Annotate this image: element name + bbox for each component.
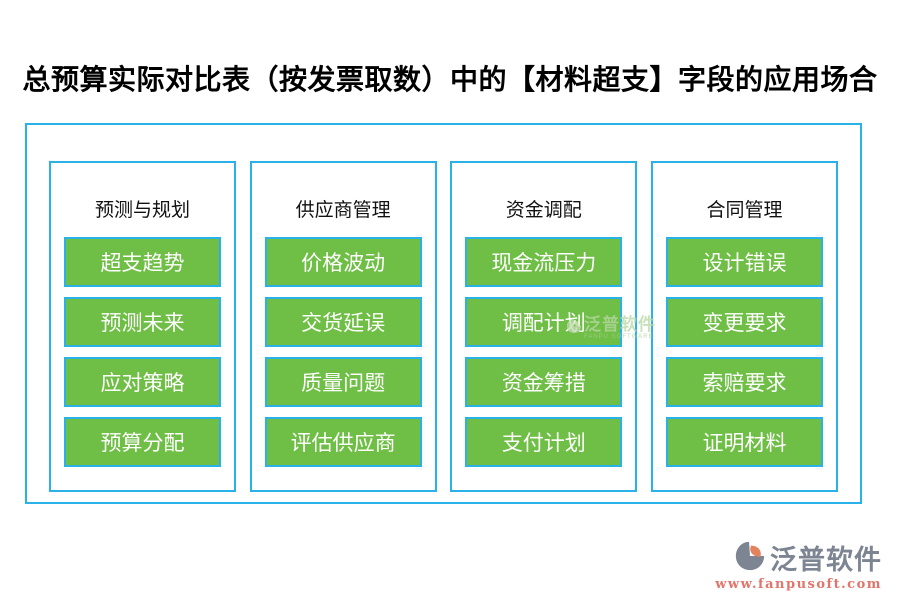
category-items: 超支趋势预测未来应对策略预算分配 (51, 237, 234, 467)
item-button[interactable]: 调配计划 (465, 297, 623, 347)
category-box: 合同管理 设计错误变更要求索赔要求证明材料 (650, 161, 838, 492)
item-button[interactable]: 超支趋势 (64, 237, 221, 287)
item-button[interactable]: 设计错误 (665, 237, 823, 287)
category-header: 合同管理 (706, 199, 783, 221)
item-button[interactable]: 支付计划 (465, 417, 623, 467)
item-button[interactable]: 预算分配 (64, 417, 221, 467)
diagram-outer-frame: 预测与规划 超支趋势预测未来应对策略预算分配 供应商管理 价格波动交货延误质量问… (25, 123, 862, 504)
item-button[interactable]: 变更要求 (665, 297, 823, 347)
fanpu-logo: 泛普软件 www.fanpusoft.com (715, 538, 882, 592)
category-header: 资金调配 (505, 199, 582, 221)
category-box: 资金调配 现金流压力调配计划资金筹措支付计划 (450, 161, 638, 492)
fanpu-logo-icon (734, 540, 766, 576)
category-header: 供应商管理 (295, 199, 391, 221)
item-button[interactable]: 证明材料 (665, 417, 823, 467)
brand-url: www.fanpusoft.com (715, 577, 882, 592)
item-button[interactable]: 预测未来 (64, 297, 221, 347)
category-items: 设计错误变更要求索赔要求证明材料 (653, 237, 836, 467)
category-items: 价格波动交货延误质量问题评估供应商 (252, 237, 435, 467)
category-box: 预测与规划 超支趋势预测未来应对策略预算分配 (49, 161, 236, 492)
item-button[interactable]: 资金筹措 (465, 357, 623, 407)
item-button[interactable]: 现金流压力 (465, 237, 623, 287)
item-button[interactable]: 索赔要求 (665, 357, 823, 407)
item-button[interactable]: 交货延误 (264, 297, 422, 347)
category-items: 现金流压力调配计划资金筹措支付计划 (452, 237, 635, 467)
item-button[interactable]: 价格波动 (264, 237, 422, 287)
item-button[interactable]: 质量问题 (264, 357, 422, 407)
brand-name: 泛普软件 (770, 545, 882, 576)
category-box: 供应商管理 价格波动交货延误质量问题评估供应商 (249, 161, 437, 492)
page-title: 总预算实际对比表（按发票取数）中的【材料超支】字段的应用场合 (22, 63, 878, 96)
item-button[interactable]: 评估供应商 (264, 417, 422, 467)
category-header: 预测与规划 (94, 199, 190, 221)
item-button[interactable]: 应对策略 (64, 357, 221, 407)
